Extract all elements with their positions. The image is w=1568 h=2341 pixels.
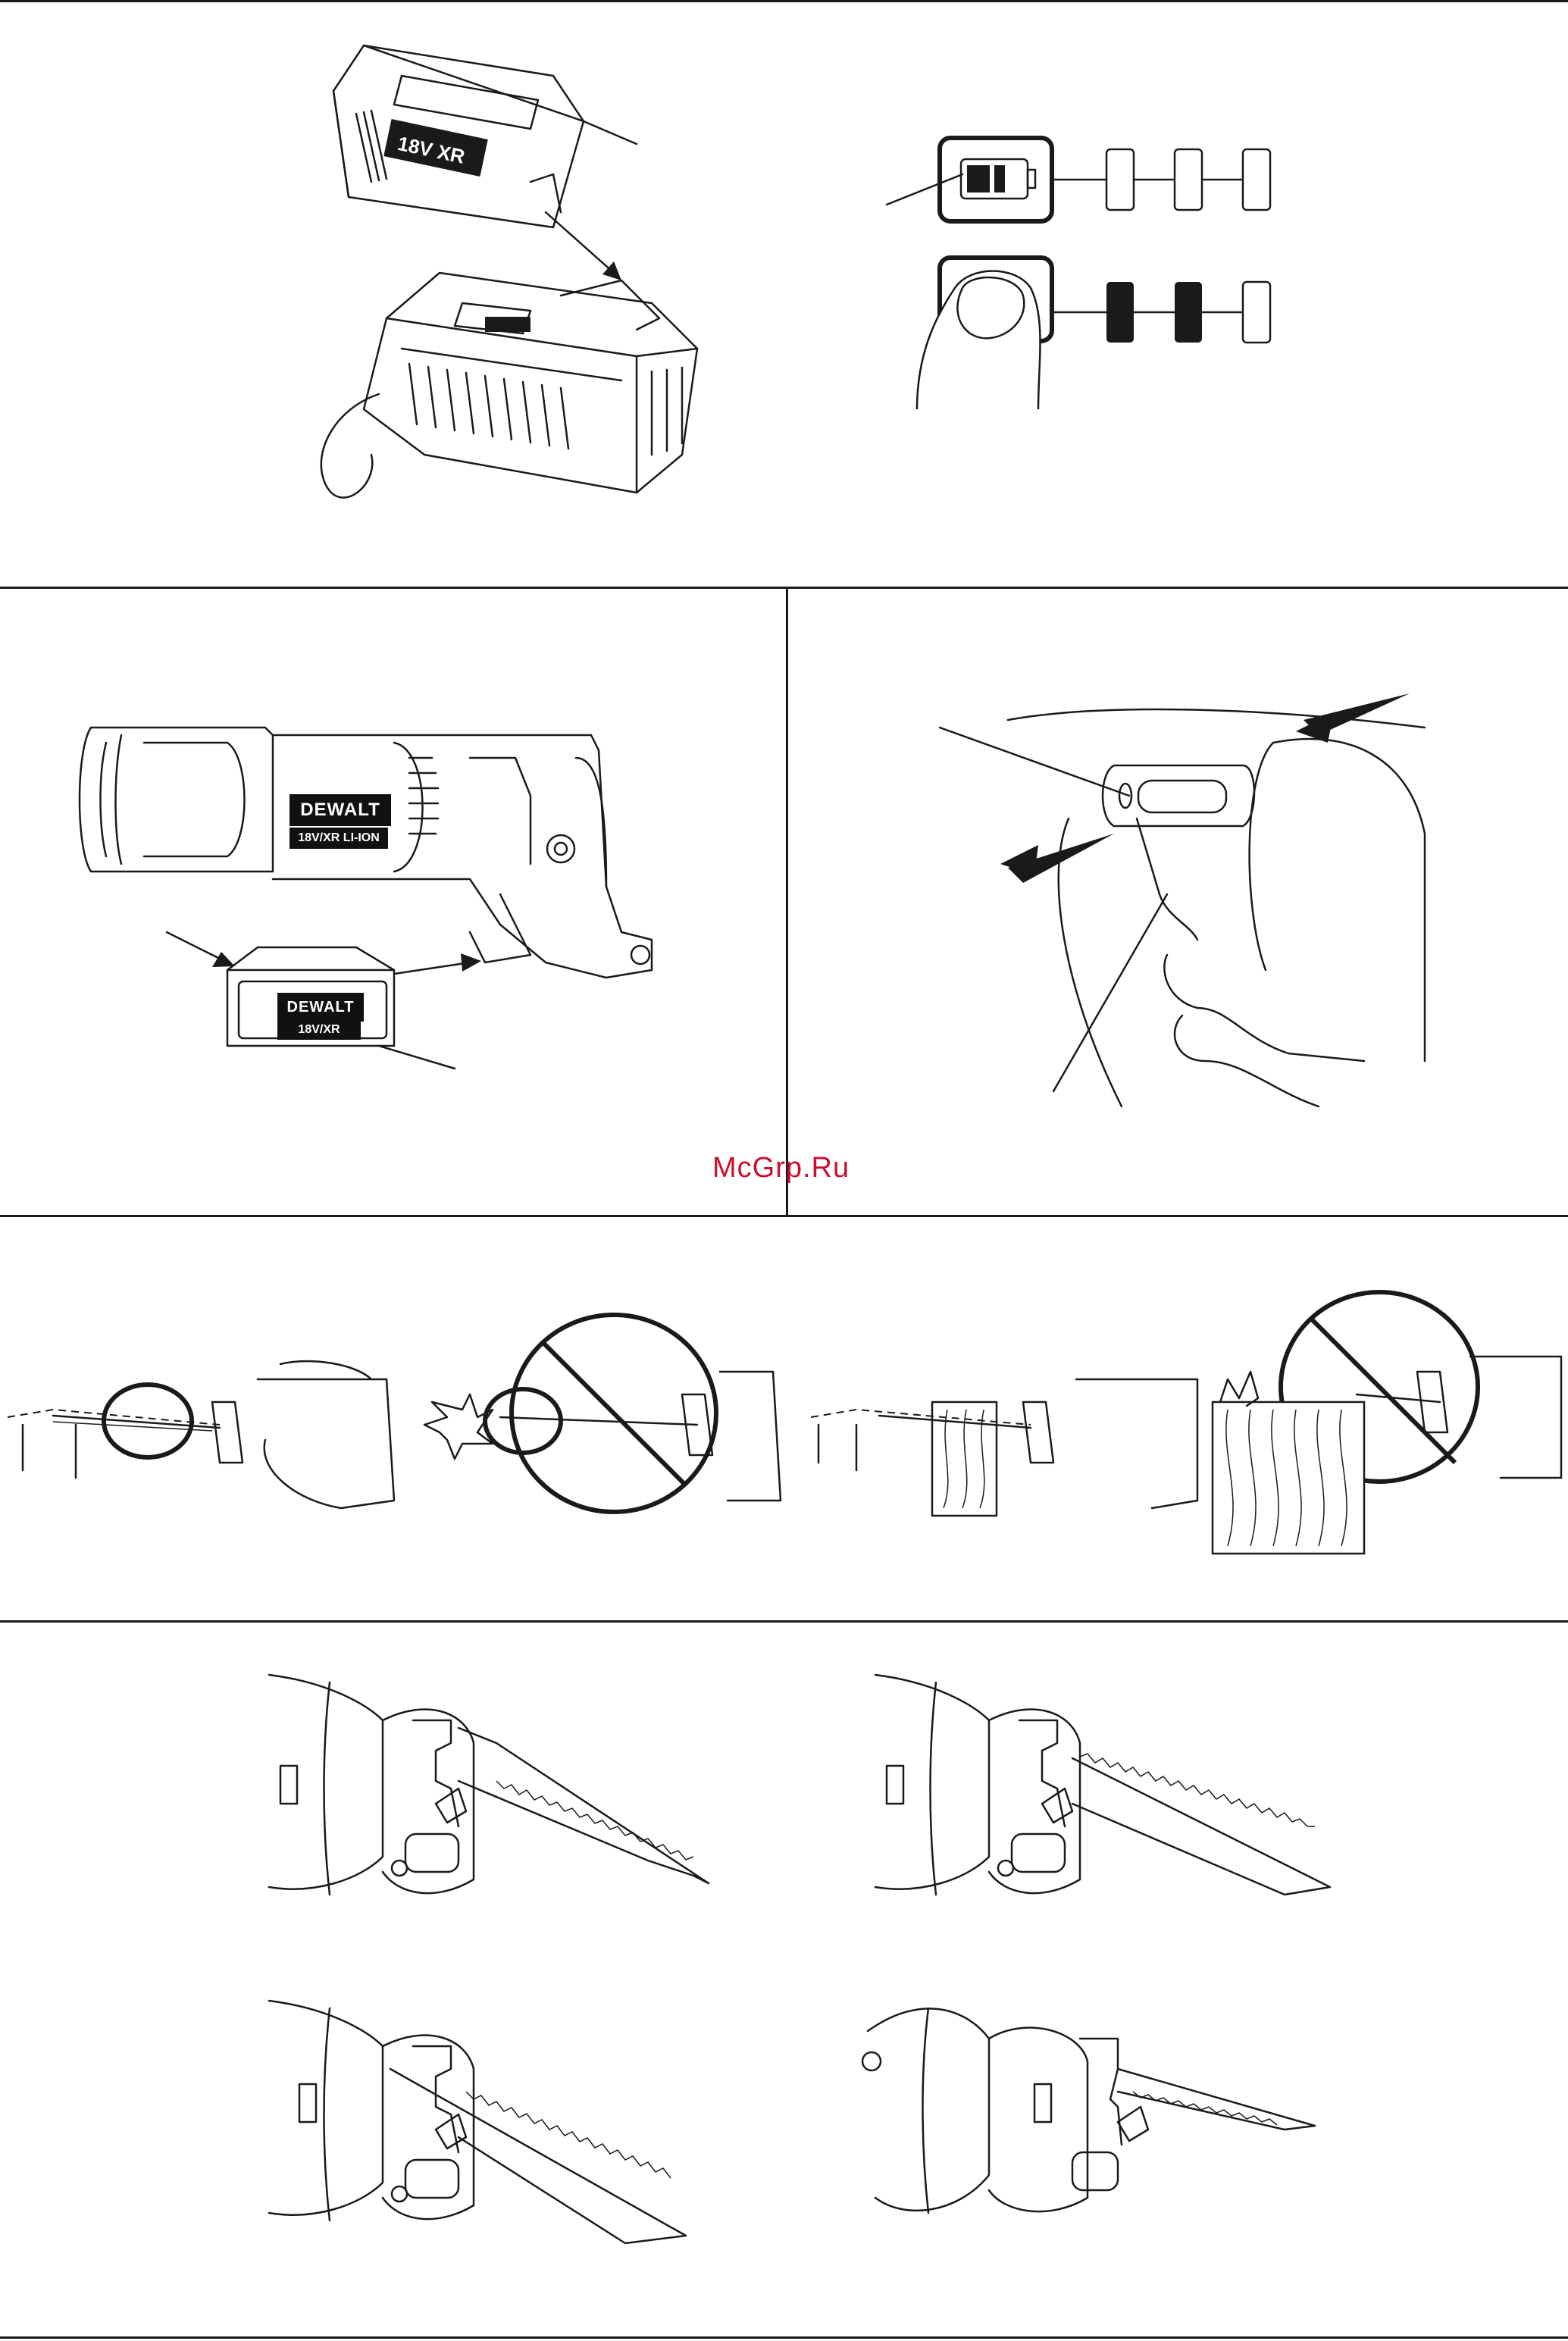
figure-cut-correct-1 (8, 1349, 387, 1523)
saw-body-illustration (80, 728, 652, 978)
pack-brand-logo: DEWALT (277, 993, 364, 1022)
gauge-led-2-1 (1106, 282, 1134, 343)
charger-illustration (321, 273, 697, 498)
pack-voltage-label: 18V/XR (277, 1020, 361, 1040)
divider-1 (0, 587, 1568, 589)
divider-3 (0, 1620, 1568, 1623)
figure-fuel-gauge (879, 121, 1304, 424)
saw-battery-label: 18V/XR LI-ION (290, 828, 388, 849)
figure-blade-position-3 (269, 2001, 701, 2258)
gauge-led-2-3 (1243, 282, 1270, 343)
figure-blade-position-2 (875, 1675, 1360, 1917)
divider-bottom (0, 2336, 1568, 2339)
divider-vertical (786, 587, 788, 1216)
figure-blade-position-4 (860, 1993, 1330, 2236)
battery-pack-illustration: 18V XR (333, 45, 637, 227)
figure-saw-battery-insert (76, 712, 697, 1069)
watermark-text: McGrp.Ru (712, 1152, 850, 1185)
divider-top (0, 0, 1568, 2)
gauge-led-1-2 (1175, 149, 1202, 210)
gauge-led-1-1 (1106, 149, 1134, 210)
figure-trigger-lock (940, 682, 1425, 1137)
gauge-led-2-2 (1175, 282, 1202, 343)
saw-brand-logo: DEWALT (290, 794, 391, 826)
figure-cut-correct-2 (803, 1349, 1197, 1523)
figure-battery-charger: 18V XR (303, 30, 758, 546)
figure-cut-wrong-2 (1205, 1273, 1561, 1561)
figure-cut-wrong-1 (394, 1311, 773, 1554)
divider-2 (0, 1215, 1568, 1217)
gauge-led-1-3 (1243, 149, 1270, 210)
figure-blade-position-1 (269, 1675, 731, 1910)
